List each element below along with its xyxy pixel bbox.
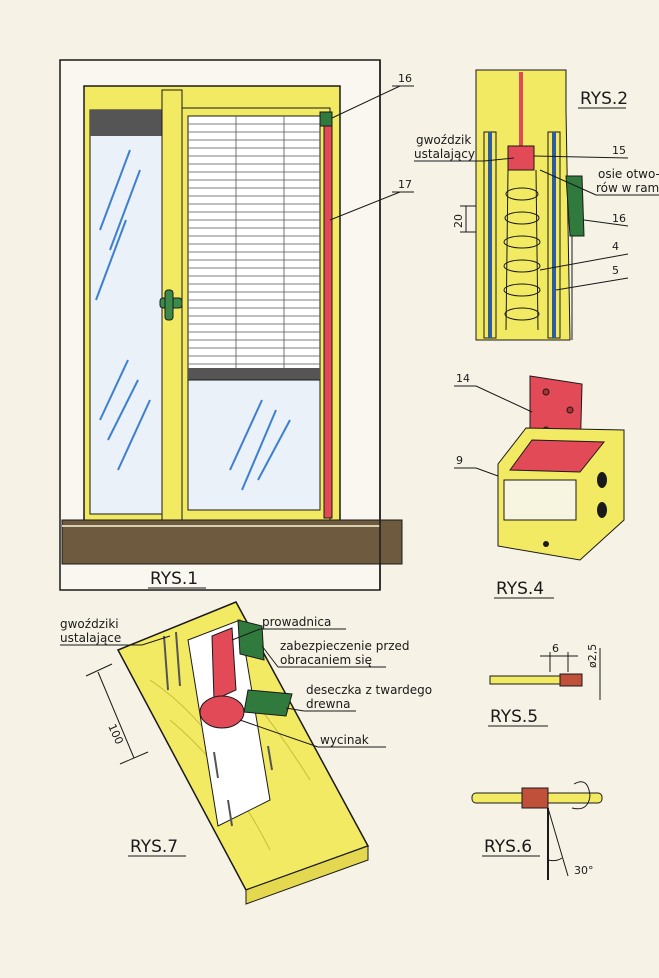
locating-nail-1	[163, 635, 169, 691]
nail-3	[213, 751, 219, 779]
rys6-rod-figure: 30° RYS.6	[471, 781, 603, 880]
label-zabezpieczenie-line1: zabezpieczenie przed	[280, 639, 410, 653]
dim-100: 100	[105, 722, 125, 746]
nail-5	[227, 799, 233, 827]
bracket-opening	[503, 479, 577, 521]
cutter-head	[199, 695, 245, 729]
rys7-caption: RYS.7	[130, 837, 178, 857]
label-ustalajacy: ustalający	[414, 147, 475, 161]
left-glass-strip	[488, 132, 492, 338]
rod-coil	[559, 673, 583, 687]
callout-17-leader	[329, 191, 401, 221]
rys5-caption: RYS.5	[490, 707, 538, 727]
callout-5: 5	[612, 264, 619, 277]
label-gwozdzik: gwoździk	[416, 133, 471, 147]
callout-16b: 16	[612, 212, 626, 225]
rys5-rod-figure: 6 ø2,5 RYS.5	[488, 642, 601, 727]
dim-100-line	[97, 671, 135, 759]
right-glass-pane	[187, 379, 321, 511]
blind-slats	[188, 116, 320, 372]
label-ustalajace: ustalające	[60, 631, 121, 645]
callout-4: 4	[612, 240, 619, 253]
label-osie-line1: osie otwo-	[598, 167, 659, 181]
angle-line	[547, 807, 569, 877]
nail-4	[267, 745, 273, 771]
dim-6: 6	[552, 642, 559, 655]
right-glass-strip	[552, 132, 556, 338]
callout-15: 15	[612, 144, 626, 157]
label-gwozdziki: gwoździki	[60, 617, 119, 631]
venetian-blind	[187, 115, 321, 381]
board-edge	[245, 845, 369, 905]
dim-25: ø2,5	[586, 644, 599, 668]
guide-rail-section	[519, 72, 523, 152]
rys7-jig-figure: 100 gwoździki ustalające prowadnica zabe…	[60, 601, 432, 905]
blind-bottom-rail	[188, 368, 320, 380]
rail-top-bracket	[319, 111, 333, 127]
label-osie-line2: rów w ram	[596, 181, 659, 195]
window-handle-base	[164, 289, 174, 321]
frame-section-wood	[475, 69, 571, 341]
blind-guide-rail	[323, 117, 333, 519]
left-glass-reflections	[95, 149, 151, 471]
label-deseczka-line1: deseczka z twardego	[306, 683, 432, 697]
dim-20: 20	[452, 214, 465, 228]
rys2-section-figure: RYS.2 gwoździk ustalający 15 osie otwo- …	[414, 69, 659, 341]
rod-coil-6	[521, 787, 549, 809]
rys6-caption: RYS.6	[484, 837, 532, 857]
bracket-hole-1	[597, 472, 607, 488]
locating-nail-2	[175, 631, 181, 687]
rys1-window-figure: 16 17 RYS.1	[59, 59, 414, 591]
bracket-inner-red	[509, 439, 606, 473]
bracket-hole-2	[597, 502, 607, 518]
anti-rotation-bracket	[237, 619, 265, 661]
bracket-16-section	[565, 175, 585, 237]
callout-14: 14	[456, 372, 470, 385]
callout-9: 9	[456, 454, 463, 467]
blind-slat-sections	[503, 169, 541, 331]
label-zabezpieczenie-line2: obracaniem się	[280, 653, 372, 667]
callout-17: 17	[398, 178, 412, 191]
dim-30: 30°	[574, 864, 594, 877]
rys4-bracket-figure: 14 9 RYS.4	[454, 372, 625, 599]
window-sill	[61, 519, 403, 565]
rys2-caption: RYS.2	[580, 89, 628, 109]
label-deseczka-line2: drewna	[306, 697, 350, 711]
callout-16-leader	[331, 85, 401, 119]
callout-16: 16	[398, 72, 412, 85]
rys4-caption: RYS.4	[496, 579, 544, 599]
label-wycinak: wycinak	[320, 733, 369, 747]
guide-tube	[211, 627, 237, 701]
left-blind-head	[90, 110, 162, 136]
right-glass-reflections	[229, 399, 291, 491]
bracket-base	[243, 689, 293, 717]
rys1-caption: RYS.1	[150, 569, 198, 589]
rotation-arrow	[571, 781, 591, 810]
label-prowadnica: prowadnica	[262, 615, 331, 629]
